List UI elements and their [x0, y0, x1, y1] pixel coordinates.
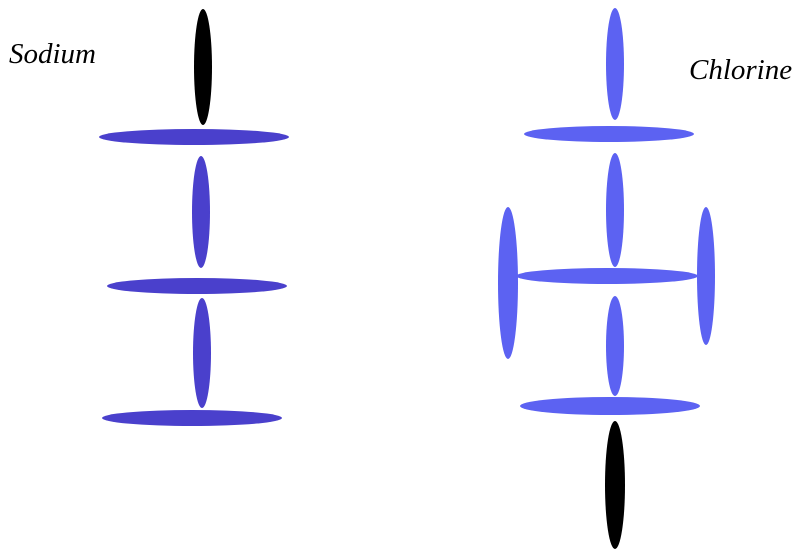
sodium-horizontal-lobe-3: [102, 410, 282, 426]
sodium-horizontal-lobe-1: [99, 129, 289, 145]
chlorine-horizontal-lobe-3: [520, 397, 700, 415]
sodium-label: Sodium: [9, 38, 96, 70]
chlorine-side-lobe-left: [498, 207, 518, 359]
chlorine-horizontal-lobe-2: [516, 268, 698, 284]
chlorine-vertical-lobe-top: [606, 8, 624, 120]
chlorine-vertical-lobe-2: [606, 153, 624, 267]
sodium-structure: [99, 9, 289, 426]
chlorine-side-lobe-right: [697, 207, 715, 345]
sodium-vertical-lobe-2: [193, 298, 211, 408]
sodium-electron-lobe-top: [194, 9, 212, 125]
chlorine-structure: [498, 8, 715, 549]
sodium-horizontal-lobe-2: [107, 278, 287, 294]
chlorine-electron-lobe-bottom: [605, 421, 625, 549]
sodium-vertical-lobe-1: [192, 156, 210, 268]
chlorine-horizontal-lobe-1: [524, 126, 694, 142]
chlorine-vertical-lobe-3: [606, 296, 624, 396]
chlorine-label: Chlorine: [689, 54, 793, 86]
